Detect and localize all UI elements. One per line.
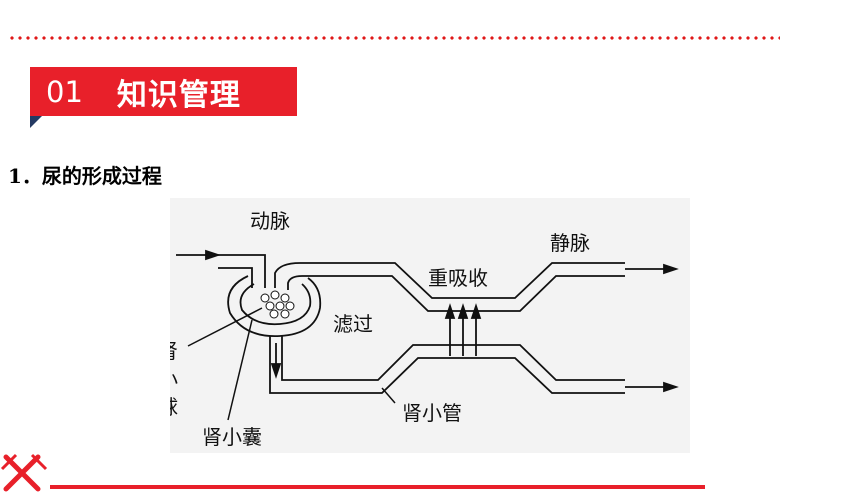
dotted-divider	[8, 36, 780, 40]
capillary-dot	[260, 293, 270, 303]
label-glomerulus-3: 球	[170, 395, 178, 419]
capillary-dot	[269, 309, 279, 319]
section-number: 01	[46, 74, 83, 109]
tubule-shape	[269, 336, 625, 394]
banner-fold	[30, 116, 42, 128]
arrow-head	[444, 303, 456, 319]
capsule-leader-line	[227, 319, 253, 421]
label-glomerulus-1: 肾	[170, 339, 178, 363]
diagram-background	[170, 198, 690, 453]
arrow-head	[457, 303, 469, 319]
artery-vessel	[218, 254, 266, 288]
heading: 1．尿的形成过程	[8, 164, 162, 188]
arrow-head	[205, 249, 221, 261]
capillary-dot	[270, 290, 280, 300]
capillary-dot	[265, 301, 275, 311]
label-filtration: 滤过	[333, 312, 373, 336]
crossed-swords-icon	[0, 453, 48, 492]
arrow-head	[663, 263, 679, 275]
label-glomerulus-2: 小	[170, 367, 178, 391]
urine-formation-diagram: 动脉 静脉 重吸收 滤过 肾 小 球 肾小囊 肾小管	[170, 198, 690, 453]
arrow-head	[270, 363, 282, 379]
label-reabsorption: 重吸收	[428, 266, 488, 290]
capillary-dot	[285, 301, 295, 311]
glomerulus-leader-line	[187, 307, 263, 347]
arrow-head	[663, 381, 679, 393]
label-artery: 动脉	[250, 209, 290, 233]
tubule-leader-line	[381, 387, 396, 404]
section-banner: 01 知识管理	[30, 67, 297, 116]
capillary-dot	[275, 301, 285, 311]
capillary-dot	[280, 293, 290, 303]
section-title: 知识管理	[116, 77, 241, 113]
arrow-head	[470, 303, 482, 319]
label-tubule: 肾小管	[402, 401, 462, 425]
label-vein: 静脉	[550, 231, 590, 255]
bottom-divider	[50, 485, 705, 489]
label-capsule: 肾小囊	[202, 425, 262, 449]
efferent-vessel	[274, 262, 625, 312]
capillary-dot	[280, 309, 290, 319]
capsule-shape	[227, 275, 322, 337]
